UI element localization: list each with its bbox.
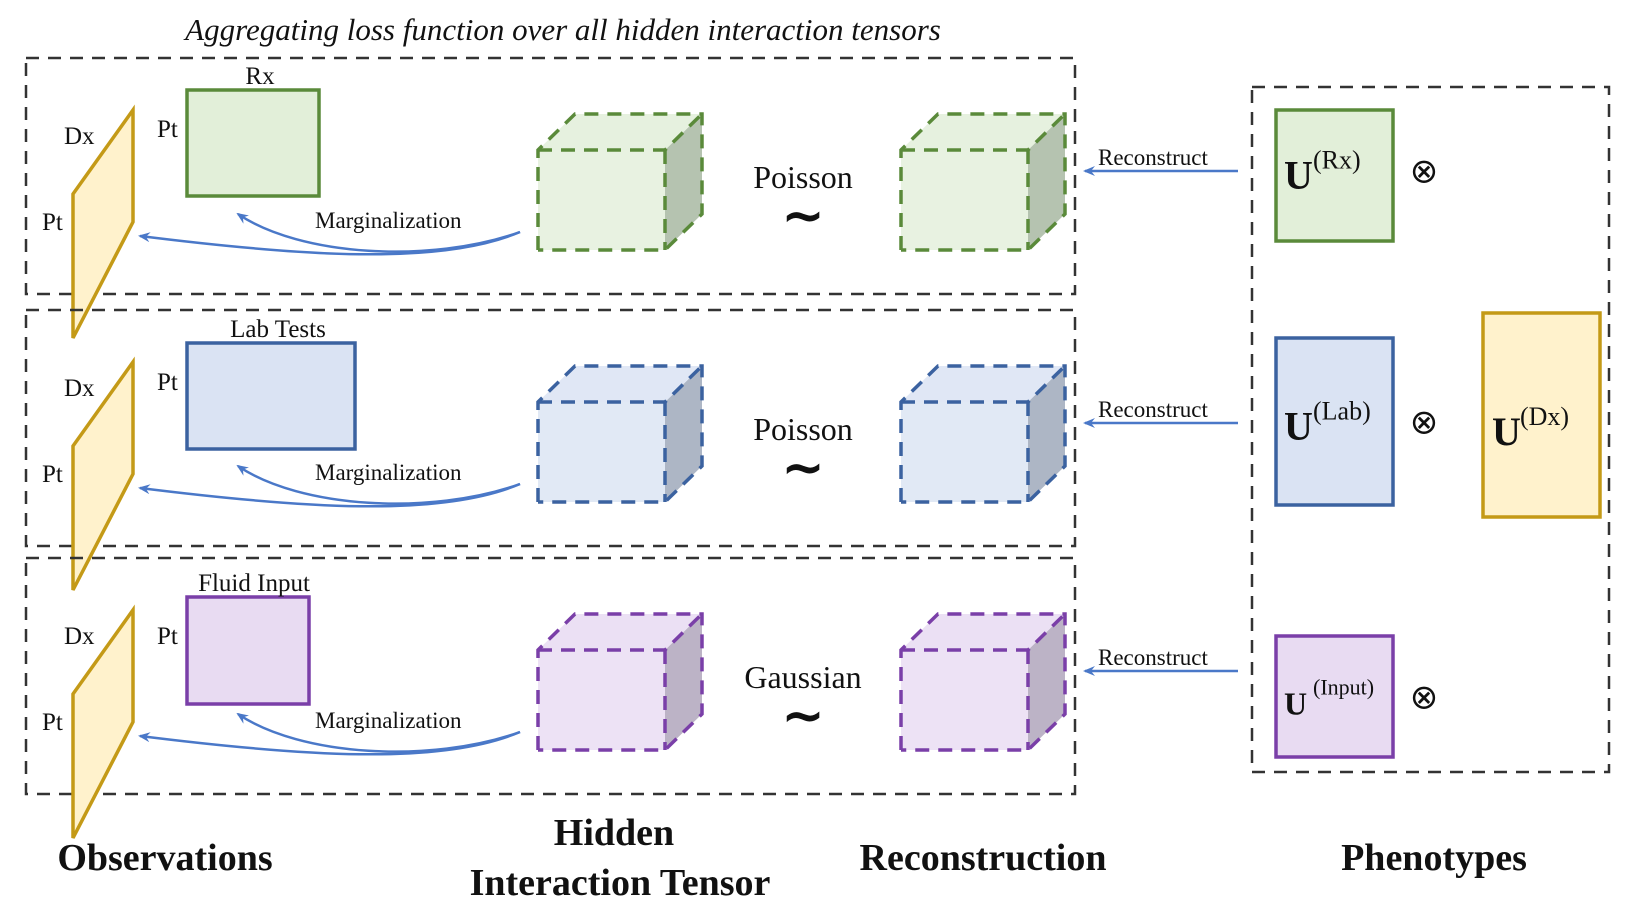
marginalization-label: Marginalization (315, 460, 462, 485)
phenotypes-panel (1250, 85, 1611, 774)
axis-label-dx: Dx (64, 375, 95, 402)
factor-superscript-dx: (Dx) (1520, 402, 1569, 431)
factor-matrix-lab (1274, 336, 1395, 507)
cube-side-face (1028, 114, 1065, 250)
reconstruct-label: Reconstruct (1098, 397, 1208, 422)
cube-side-face (665, 366, 702, 502)
column-heading-hidden-line2: Interaction Tensor (470, 862, 771, 904)
marginalization-label: Marginalization (315, 708, 462, 733)
reconstruction-cube-input (899, 612, 1067, 752)
distribution-tilde-symbol: ~ (781, 186, 825, 246)
axis-label-pt-matrix: Pt (157, 623, 178, 650)
column-heading-reconstruction: Reconstruction (860, 837, 1107, 879)
distribution-tilde-symbol: ~ (781, 686, 825, 746)
cube-top-face (538, 614, 702, 650)
kronecker-product-icon: ⊗ (1410, 152, 1439, 192)
hidden-tensor-cube-rx (536, 112, 704, 252)
diagram-title: Aggregating loss function over all hidde… (183, 12, 941, 47)
distribution-label: Poisson (753, 159, 853, 195)
axis-label-pt-plane: Pt (42, 461, 63, 488)
axis-label-dx: Dx (64, 123, 95, 150)
modality-row-rx: DxPtRxPtMarginalizationPoisson~Reconstru… (24, 56, 1238, 339)
cube-front-face (538, 650, 665, 750)
factor-matrix-dx (1481, 311, 1602, 519)
axis-label-pt-matrix: Pt (157, 116, 178, 143)
phenotype-factor-dx: U (Dx) (1481, 311, 1602, 519)
phenotype-factor-input: U(Input) ⊗ (1274, 634, 1439, 759)
cube-top-face (901, 614, 1065, 650)
cube-top-face (538, 366, 702, 402)
phenotype-factor-rx: U(Rx) ⊗ (1274, 108, 1439, 243)
phenotype-factor-lab: U(Lab) ⊗ (1274, 336, 1439, 507)
hidden-tensor-cube-input (536, 612, 704, 752)
marginalization-arrow-to-matrix (236, 464, 521, 505)
marginalization-arrow-to-plane (138, 730, 521, 756)
row-container (24, 56, 1077, 296)
cube-front-face (538, 402, 665, 502)
marginalization-arrow-to-matrix (236, 712, 521, 753)
row-container (24, 308, 1077, 548)
cube-side-face (1028, 614, 1065, 750)
kronecker-product-icon: ⊗ (1410, 403, 1439, 443)
phenotype-factors: U(Rx)⊗U(Lab)⊗U(Input)⊗ (1274, 108, 1439, 759)
marginalization-arrow-to-plane (138, 482, 521, 508)
cube-side-face (665, 614, 702, 750)
cube-front-face (538, 150, 665, 250)
modality-rows: DxPtRxPtMarginalizationPoisson~Reconstru… (24, 56, 1238, 839)
column-heading-observations: Observations (57, 837, 272, 879)
axis-label-dx: Dx (64, 623, 95, 650)
observation-matrix-lab (185, 341, 357, 451)
observation-matrix-rx (185, 88, 321, 198)
column-heading-phenotypes: Phenotypes (1341, 837, 1527, 879)
cube-top-face (538, 114, 702, 150)
marginalization-arrow-to-matrix (236, 212, 521, 253)
observation-matrix-input (185, 595, 311, 706)
factor-matrix-input (1274, 634, 1395, 759)
reconstruction-cube-lab (899, 364, 1067, 504)
modality-label: Rx (245, 63, 275, 90)
reconstruct-label: Reconstruct (1098, 645, 1208, 670)
kronecker-product-icon: ⊗ (1410, 678, 1439, 718)
factor-superscript-rx: (Rx) (1313, 146, 1361, 175)
factor-superscript-input: (Input) (1313, 675, 1374, 700)
cube-top-face (901, 114, 1065, 150)
cube-top-face (901, 366, 1065, 402)
axis-label-pt-plane: Pt (42, 209, 63, 236)
factor-base-dx: U (1492, 409, 1521, 454)
marginalization-label: Marginalization (315, 208, 462, 233)
factor-matrix-rx (1274, 108, 1395, 243)
row-container (24, 556, 1077, 796)
cube-front-face (901, 150, 1028, 250)
cube-side-face (1028, 366, 1065, 502)
distribution-label: Poisson (753, 411, 853, 447)
modality-label: Fluid Input (198, 570, 310, 597)
distribution-tilde-symbol: ~ (781, 438, 825, 498)
factor-base-lab: U (1284, 404, 1313, 449)
observation-plane-dx-pt (71, 104, 135, 339)
hidden-tensor-cube-lab (536, 364, 704, 504)
reconstruct-label: Reconstruct (1098, 145, 1208, 170)
cube-side-face (665, 114, 702, 250)
cube-front-face (901, 650, 1028, 750)
cube-front-face (901, 402, 1028, 502)
marginalization-arrow-to-plane (138, 230, 521, 256)
axis-label-pt-matrix: Pt (157, 369, 178, 396)
axis-label-pt-plane: Pt (42, 709, 63, 736)
observation-plane-dx-pt (71, 604, 135, 839)
observation-plane-dx-pt (71, 356, 135, 591)
modality-label: Lab Tests (230, 316, 326, 343)
factor-base-rx: U (1284, 153, 1313, 198)
factor-superscript-lab: (Lab) (1313, 397, 1371, 426)
reconstruction-cube-rx (899, 112, 1067, 252)
column-heading-hidden-line1: Hidden (554, 812, 674, 854)
factor-base-input: U (1284, 686, 1307, 722)
distribution-label: Gaussian (744, 659, 861, 695)
